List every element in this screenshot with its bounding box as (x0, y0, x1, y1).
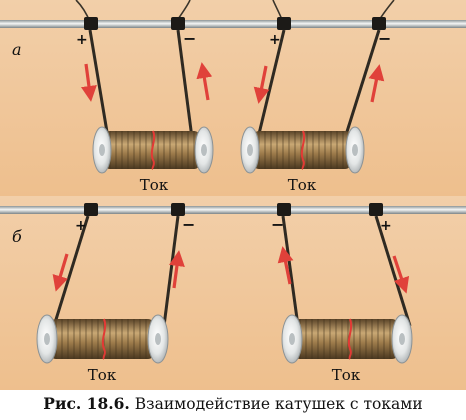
clip (277, 17, 291, 30)
panel-letter: а (12, 40, 22, 59)
panel-letter: б (12, 227, 22, 246)
terminal-label: + (76, 32, 88, 48)
clip (369, 203, 383, 216)
current-arrows (81, 62, 385, 104)
clip (84, 203, 98, 216)
clip (84, 17, 98, 30)
hanging-wires (88, 29, 381, 139)
clip (171, 17, 185, 30)
panel-a: а + − + − Ток Ток (0, 0, 466, 196)
coil-label: Ток (88, 366, 117, 384)
coil-label: Ток (140, 176, 169, 194)
arrow-up (169, 250, 185, 289)
clip (372, 17, 386, 30)
arrow-up (277, 246, 294, 285)
panel-background (0, 0, 466, 196)
terminal-label: − (182, 215, 195, 234)
arrow-up (196, 62, 213, 101)
arrow-down (392, 255, 410, 294)
terminal-label: − (378, 29, 391, 48)
coil-4 (281, 314, 413, 364)
terminal-label: − (183, 29, 196, 48)
arrow-up (368, 64, 385, 103)
panel-a-illustration: а + − + − Ток Ток (0, 0, 466, 196)
coil-2 (240, 126, 365, 174)
arrow-down (253, 65, 270, 104)
arrow-down (81, 63, 97, 102)
terminal-label: + (75, 218, 87, 234)
hanging-wires (52, 215, 412, 327)
panel-b: б + − − + Ток Ток (0, 196, 466, 390)
caption-number: Рис. 18.6. (43, 394, 130, 413)
coil-label: Ток (288, 176, 317, 194)
clip (171, 203, 185, 216)
arrow-down (52, 253, 69, 292)
current-arrows (52, 246, 410, 294)
coil-3 (36, 314, 169, 364)
terminal-label: − (271, 215, 284, 234)
coil-1 (92, 126, 214, 174)
terminal-label: + (380, 218, 392, 234)
coil-label: Ток (332, 366, 361, 384)
rod (0, 20, 466, 28)
panel-background (0, 196, 466, 390)
rod (0, 206, 466, 214)
clip (277, 203, 291, 216)
caption-text: Взаимодействие катушек с токами (134, 395, 423, 413)
figure-caption: Рис. 18.6. Взаимодействие катушек с тока… (0, 394, 466, 413)
panel-b-illustration: б + − − + Ток Ток (0, 196, 466, 390)
terminal-label: + (269, 32, 281, 48)
